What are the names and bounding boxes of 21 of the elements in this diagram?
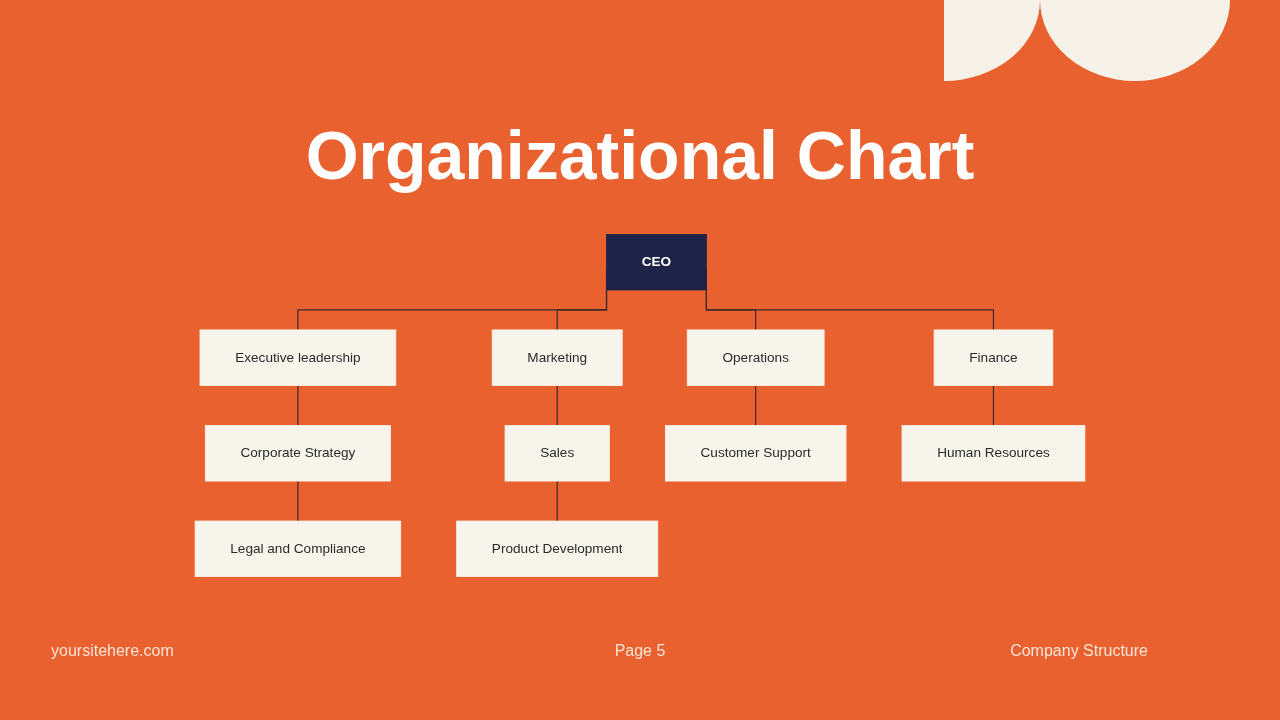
node-box: Marketing: [491, 329, 623, 386]
node-box: Operations: [686, 329, 825, 386]
connector: [297, 384, 299, 427]
connector: [992, 384, 995, 427]
connector: [755, 384, 757, 427]
footer-text: Company Structure: [1010, 642, 1148, 660]
node-box: Legal and Compliance: [194, 520, 402, 577]
connector: [556, 480, 558, 522]
footer-text: yoursitehere.com: [51, 642, 174, 659]
chart-title: Organizational Chart: [305, 118, 975, 193]
node-box: CEO: [606, 234, 707, 291]
footer-text: Page 5: [614, 642, 666, 660]
node-box: Sales: [504, 425, 610, 482]
node-box: Human Resources: [901, 425, 1086, 482]
connector: [556, 384, 558, 427]
node-box: Corporate Strategy: [204, 425, 391, 482]
node-box: Product Development: [456, 520, 659, 577]
node-box: Executive leadership: [199, 329, 397, 386]
connector: [297, 480, 299, 522]
node-box: Customer Support: [664, 425, 847, 482]
node-box: Finance: [933, 329, 1054, 386]
